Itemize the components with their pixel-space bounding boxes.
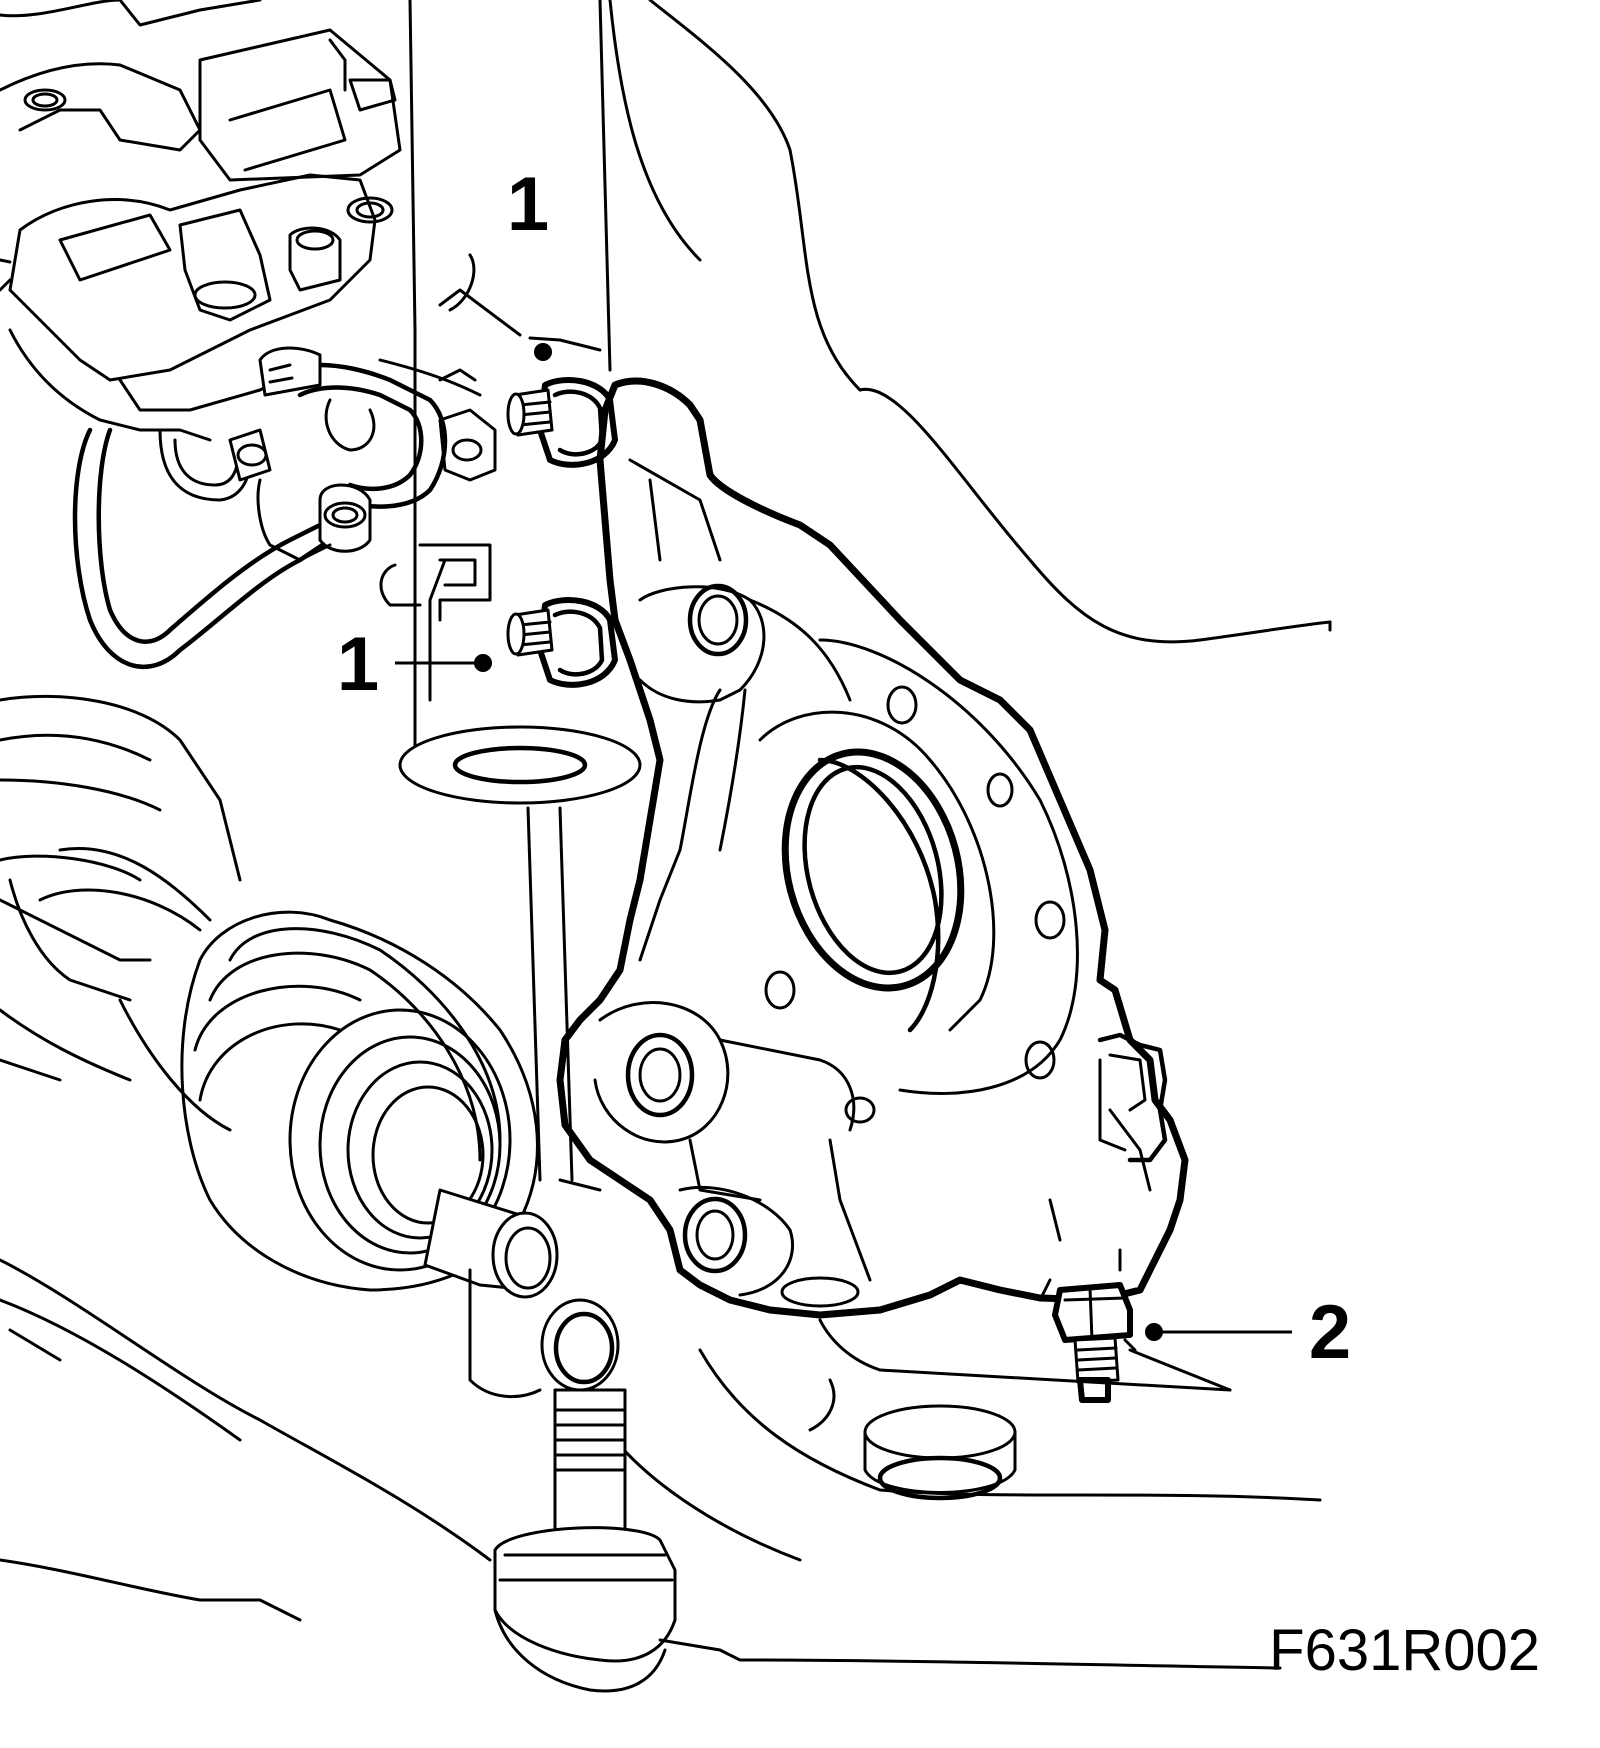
ball-joint-nut (1038, 1278, 1133, 1403)
callout-label-2: 2 (1309, 1290, 1351, 1375)
fender-outline (608, 0, 1332, 644)
control-arm (598, 1318, 1322, 1562)
steering-knuckle (556, 377, 1189, 1319)
callout-label-1-lower: 1 (337, 622, 379, 707)
stabilizer-link (398, 725, 642, 1192)
abs-sensor (1097, 1032, 1168, 1163)
brake-caliper-assembly (0, 0, 602, 442)
brake-pipes (72, 346, 497, 669)
figure-reference-code: F631R002 (1269, 1618, 1540, 1683)
callout-upper-bolt: 1 (507, 162, 552, 361)
tie-rod-end (0, 1258, 1282, 1693)
callout-lower-bolt: 1 (337, 622, 492, 707)
lower-strut-bolt (506, 597, 618, 688)
callout-ball-joint-nut: 2 (1145, 1290, 1351, 1375)
drive-shaft (0, 694, 559, 1299)
strut-plate (408, 0, 612, 752)
upper-strut-bolt (506, 377, 618, 468)
mounting-bracket (379, 543, 492, 622)
callout-label-1-upper: 1 (507, 162, 549, 247)
